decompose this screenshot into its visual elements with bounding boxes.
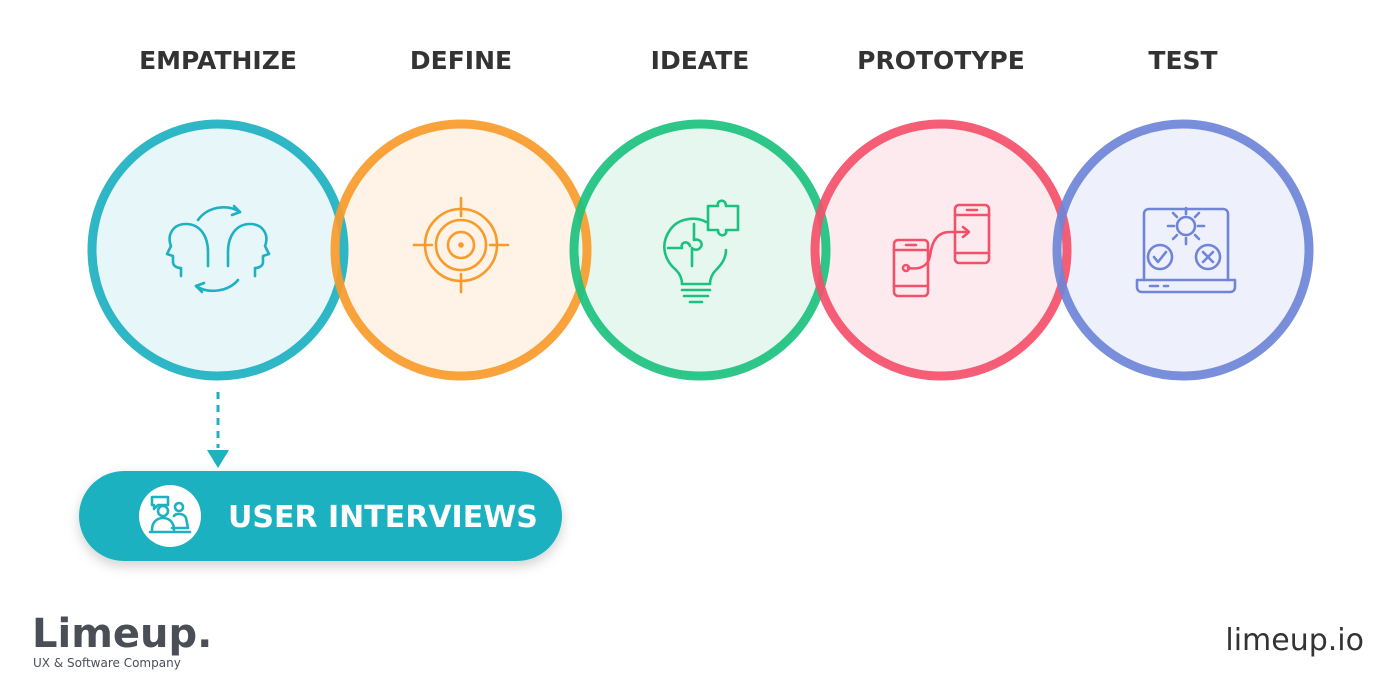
logo-wordmark: Limeup. [32,611,212,657]
callout-connector [207,392,229,468]
callout-icon-badge [139,485,201,547]
stage-circle-fills [92,124,1309,376]
user-interviews-callout[interactable]: USER INTERVIEWS [79,471,562,561]
interview-people-icon [148,495,192,534]
callout-label: USER INTERVIEWS [228,500,538,535]
two-heads-icon [165,204,271,294]
stage-ring-ideate [569,119,831,381]
logo-tagline: UX & Software Company [33,656,181,670]
stage-ring-define [330,119,592,381]
stage-circle-fill-test [1057,124,1309,376]
target-icon [412,196,510,294]
stage-circle-rings [87,119,1314,381]
limeup-logo: Limeup. UX & Software Company [32,611,212,670]
phones-icon [892,203,991,298]
stage-ring-empathize [87,119,349,381]
stage-label-prototype: PROTOTYPE [857,46,1025,75]
stage-circle-fill-define [335,124,587,376]
stage-ring-prototype [810,119,1072,381]
laptop-gear-icon [1135,206,1237,294]
stage-circle-fill-ideate [574,124,826,376]
lightbulb-puzzle-icon [663,199,740,304]
stage-circle-fill-prototype [815,124,1067,376]
stage-label-empathize: EMPATHIZE [139,46,297,75]
stage-ring-test [1052,119,1314,381]
stage-label-ideate: IDEATE [651,46,750,75]
stage-label-test: TEST [1148,46,1217,75]
stage-circle-fill-empathize [92,124,344,376]
site-url-link[interactable]: limeup.io [1225,623,1364,658]
stage-label-define: DEFINE [410,46,512,75]
callout-pill [79,471,562,561]
